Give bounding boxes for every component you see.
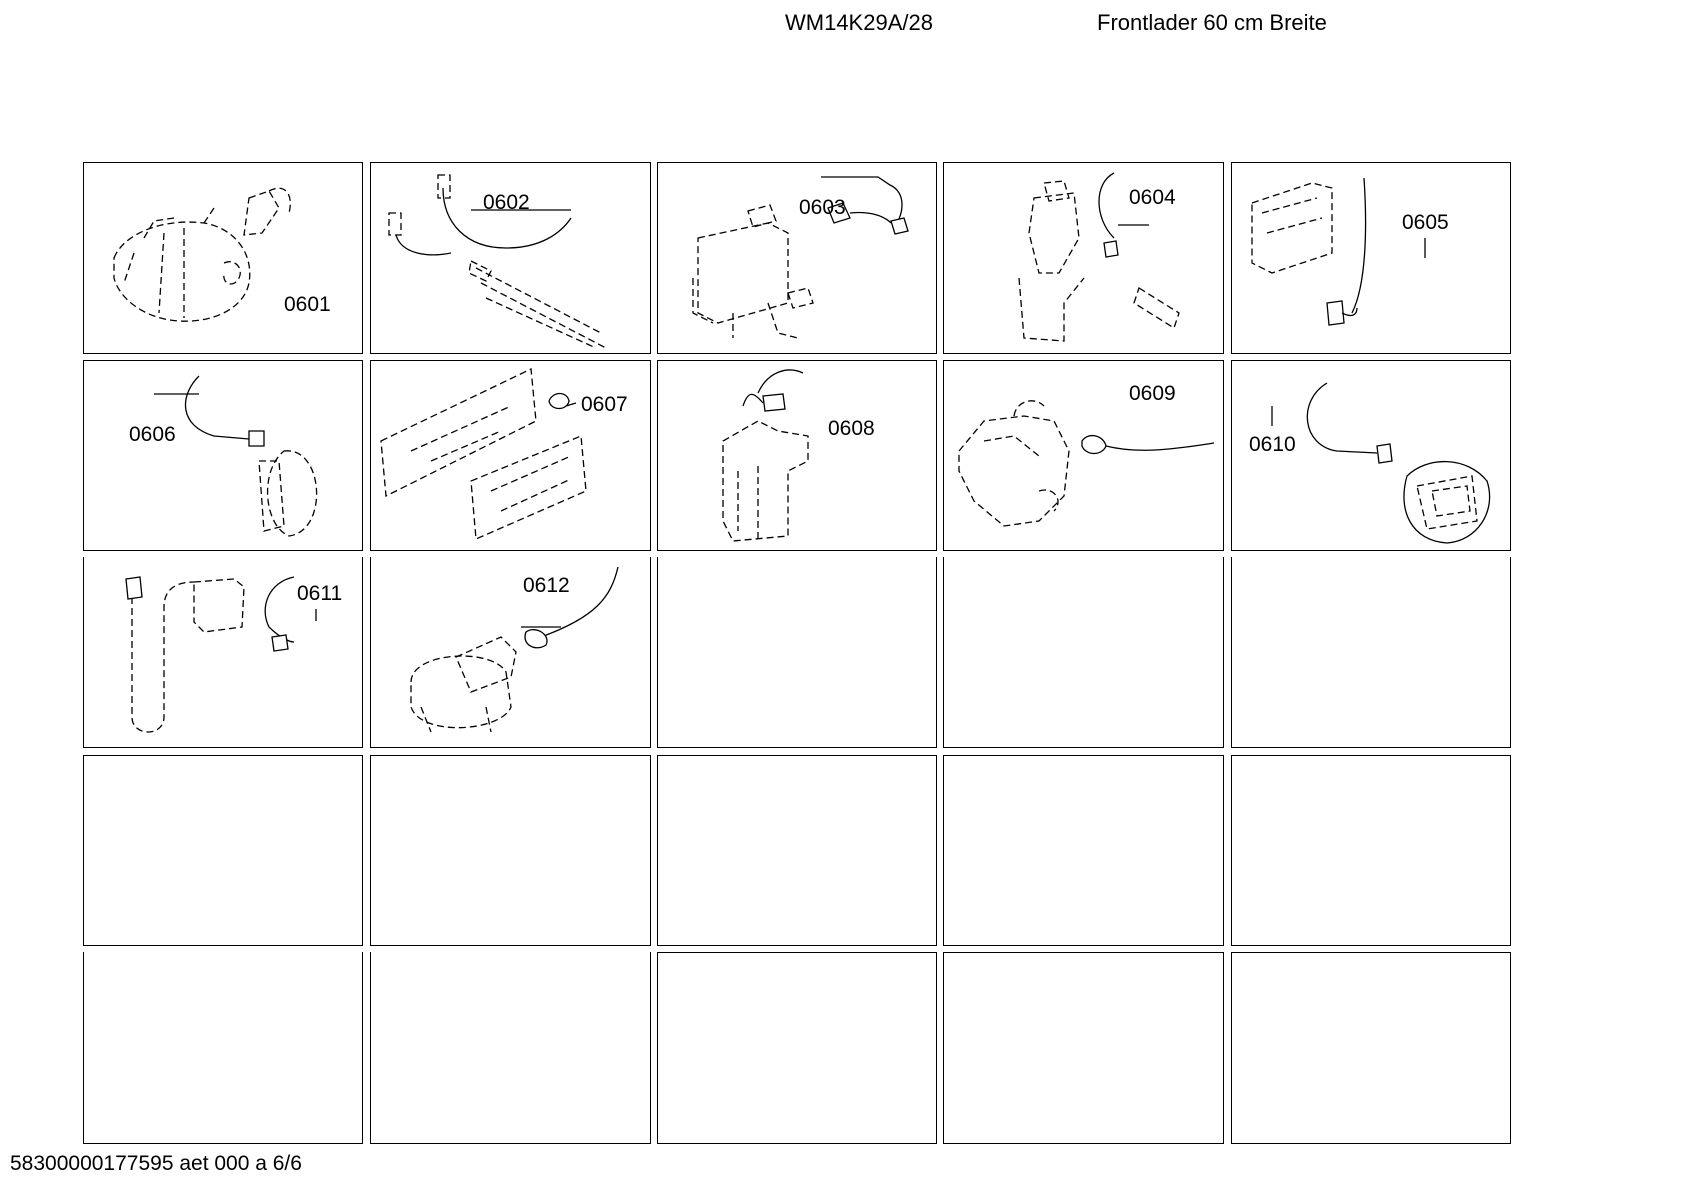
drain-pump-drawing	[958, 400, 1215, 527]
part-label: 0606	[129, 423, 176, 446]
empty-cell	[657, 755, 937, 946]
part-cell-0606: 0606	[83, 360, 363, 551]
product-description: Frontlader 60 cm Breite	[1097, 10, 1327, 35]
empty-cell	[657, 557, 937, 748]
heating-element-drawing	[388, 174, 607, 349]
empty-cell	[370, 952, 651, 1144]
part-label: 0603	[799, 196, 846, 219]
sensor-hose-drawing	[125, 576, 317, 733]
part-cell-0608: 0608	[657, 360, 937, 551]
part-label: 0605	[1402, 211, 1449, 234]
empty-cell	[943, 755, 1224, 946]
part-cell-0601: 0601	[83, 162, 363, 354]
part-label: 0609	[1129, 382, 1176, 405]
empty-cell	[943, 952, 1224, 1144]
part-label: 0611	[297, 582, 343, 605]
part-label: 0604	[1129, 186, 1176, 209]
part-cell-0611: 0611	[83, 557, 363, 748]
part-label: 0608	[828, 417, 875, 440]
part-cell-0605: 0605	[1231, 162, 1511, 354]
model-number: WM14K29A/28	[785, 10, 933, 35]
control-module-drawing	[1251, 177, 1426, 326]
part-cell-0609: 0609	[943, 360, 1224, 551]
circuit-board-drawing	[380, 368, 587, 540]
part-label: 0612	[523, 574, 570, 597]
part-cell-0610: 0610	[1231, 360, 1511, 551]
part-cell-0607: 0607	[370, 360, 651, 551]
empty-cell	[943, 557, 1224, 748]
motor-drawing	[113, 187, 291, 322]
part-cell-0612: 0612	[370, 557, 651, 748]
valve-drawing	[692, 176, 909, 339]
valve-holder-drawing	[1018, 172, 1180, 342]
empty-cell	[657, 952, 937, 1144]
door-lock-drawing	[1271, 382, 1491, 544]
part-cell-0604: 0604	[943, 162, 1224, 354]
part-label: 0607	[581, 393, 628, 416]
part-cell-0603: 0603	[657, 162, 937, 354]
pressure-switch-drawing	[154, 375, 318, 537]
part-cell-0602: 0602	[370, 162, 651, 354]
part-label: 0610	[1249, 433, 1296, 456]
part-label: 0602	[483, 191, 530, 214]
empty-cell	[370, 755, 651, 946]
tachometer-drawing	[410, 566, 619, 733]
empty-cell	[83, 755, 363, 946]
empty-cell	[1231, 952, 1511, 1144]
empty-cell	[1231, 755, 1511, 946]
suppressor-drawing	[722, 369, 809, 542]
empty-cell	[1231, 557, 1511, 748]
document-id: 58300000177595 aet 000 a 6/6	[10, 1152, 302, 1175]
empty-cell	[83, 952, 363, 1144]
part-label: 0601	[284, 293, 331, 316]
